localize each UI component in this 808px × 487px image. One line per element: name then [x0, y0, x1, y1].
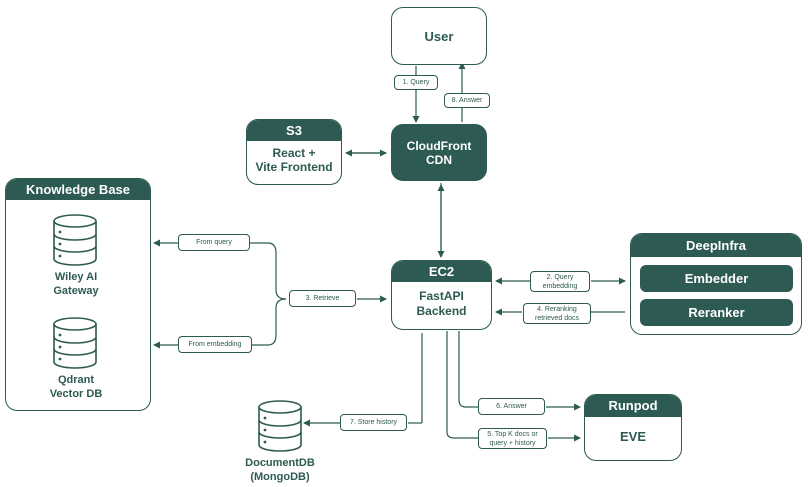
edge-label-retrieve: 3. Retrieve	[289, 290, 356, 307]
s3-body: React + Vite Frontend	[255, 146, 333, 174]
ec2-title: EC2	[392, 261, 491, 282]
user-label: User	[424, 28, 454, 44]
documentdb-label: DocumentDB (MongoDB)	[245, 457, 315, 483]
edge-label-query: 1. Query	[394, 75, 438, 90]
runpod-node: Runpod EVE	[584, 394, 682, 461]
database-icon	[53, 317, 97, 369]
embedder-node: Embedder	[640, 265, 793, 292]
qdrant-label: Qdrant Vector DB	[49, 374, 103, 400]
edge-label-answer-runpod: 6. Answer	[478, 398, 545, 415]
cloudfront-label: CloudFront CDN	[406, 138, 472, 167]
ec2-node: EC2 FastAPI Backend	[391, 260, 492, 330]
deepinfra-title: DeepInfra	[631, 234, 801, 257]
edge-label-answer-user: 8. Answer	[444, 93, 490, 108]
edge-label-from-embedding: From embedding	[178, 336, 252, 353]
edge-label-query-embedding: 2. Query embedding	[530, 271, 590, 292]
s3-node: S3 React + Vite Frontend	[246, 119, 342, 185]
s3-title: S3	[247, 120, 341, 141]
database-icon	[53, 214, 97, 266]
runpod-title: Runpod	[585, 395, 681, 417]
eve-label: EVE	[619, 429, 646, 444]
reranker-node: Reranker	[640, 299, 793, 326]
ec2-body: FastAPI Backend	[416, 289, 467, 318]
edge-label-topk: 5. Top K docs or query + history	[478, 428, 547, 449]
user-node: User	[391, 7, 487, 65]
edge-label-store-history: 7. Store history	[340, 414, 407, 431]
database-icon	[258, 400, 302, 452]
knowledge-base-title: Knowledge Base	[6, 179, 150, 200]
edge-label-from-query: From query	[178, 234, 250, 251]
wiley-label: Wiley AI Gateway	[53, 271, 99, 297]
cloudfront-node: CloudFront CDN	[391, 124, 487, 181]
edge-label-reranking: 4. Reranking retrieved docs	[523, 303, 591, 324]
